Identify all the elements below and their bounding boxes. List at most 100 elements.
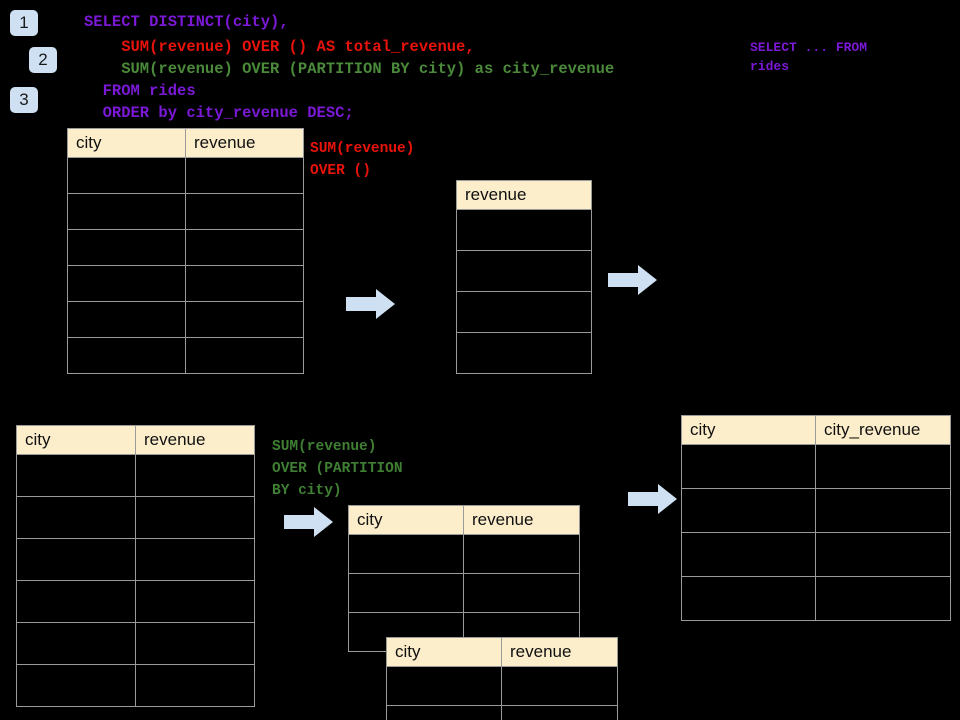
table-source-bottom: city revenue	[16, 425, 255, 707]
table-row	[456, 332, 592, 374]
table-total-revenue: revenue	[456, 180, 592, 374]
column-header-city-revenue: city_revenue	[815, 415, 951, 445]
cell-revenue	[501, 666, 618, 706]
table-header-row: revenue	[456, 180, 592, 210]
arrow-source-to-partition-icon	[284, 507, 333, 537]
table-row	[681, 444, 951, 489]
table-row	[67, 157, 304, 194]
table-header-row: city city_revenue	[681, 415, 951, 445]
column-header-revenue: revenue	[135, 425, 255, 455]
table-row	[348, 573, 580, 613]
table-row	[67, 265, 304, 302]
table-result: city city_revenue	[681, 415, 951, 621]
column-header-revenue: revenue	[463, 505, 580, 535]
table-row	[681, 576, 951, 621]
column-header-revenue: revenue	[501, 637, 618, 667]
table-header-row: city revenue	[386, 637, 618, 667]
cell-city	[67, 265, 186, 302]
column-header-city: city	[386, 637, 502, 667]
cell-city	[681, 576, 816, 621]
table-row	[456, 209, 592, 251]
cell-revenue	[456, 209, 592, 251]
table-row	[67, 301, 304, 338]
column-header-city: city	[348, 505, 464, 535]
table-row	[67, 337, 304, 374]
cell-city	[67, 229, 186, 266]
cell-city-revenue	[815, 444, 951, 489]
cell-revenue	[185, 301, 304, 338]
column-header-revenue: revenue	[185, 128, 304, 158]
annotation-sum-over-empty: SUM(revenue) OVER ()	[310, 141, 415, 179]
table-header-row: city revenue	[16, 425, 255, 455]
cell-city	[386, 666, 502, 706]
table-source-top: city revenue	[67, 128, 304, 374]
table-row	[16, 622, 255, 665]
column-header-revenue: revenue	[456, 180, 592, 210]
table-row	[386, 666, 618, 706]
table-row	[16, 496, 255, 539]
cell-revenue	[456, 291, 592, 333]
sql-line-order-by: ORDER by city_revenue DESC;	[84, 104, 354, 122]
cell-city	[67, 193, 186, 230]
arrow-source-to-total-icon	[346, 289, 395, 319]
step-badge-1: 1	[10, 10, 38, 36]
step-badge-3: 3	[10, 87, 38, 113]
cell-city	[348, 534, 464, 574]
cell-city	[67, 337, 186, 374]
cell-revenue	[185, 337, 304, 374]
cell-city-revenue	[815, 488, 951, 533]
cell-revenue	[456, 332, 592, 374]
table-row	[67, 193, 304, 230]
step-badge-2: 2	[29, 47, 57, 73]
cell-city-revenue	[815, 532, 951, 577]
table-row	[456, 250, 592, 292]
cell-revenue	[185, 265, 304, 302]
cell-revenue	[185, 229, 304, 266]
arrow-total-to-result-icon	[608, 265, 657, 295]
column-header-city: city	[16, 425, 136, 455]
table-row	[681, 488, 951, 533]
cell-city	[348, 573, 464, 613]
table-row	[16, 580, 255, 623]
cell-city	[16, 538, 136, 581]
sql-line-city-revenue: SUM(revenue) OVER (PARTITION BY city) as…	[84, 60, 615, 78]
cell-city	[16, 454, 136, 497]
table-partition-a: city revenue	[348, 505, 580, 652]
table-row	[348, 534, 580, 574]
column-header-city: city	[67, 128, 186, 158]
sql-line-from: FROM rides	[84, 82, 196, 100]
table-row	[67, 229, 304, 266]
annotation-sum-over-partition: SUM(revenue) OVER (PARTITION BY city)	[272, 439, 403, 499]
table-row	[16, 454, 255, 497]
table-row	[16, 664, 255, 707]
cell-city	[681, 532, 816, 577]
cell-revenue	[463, 573, 580, 613]
table-partition-b: city revenue	[386, 637, 618, 720]
cell-city	[386, 705, 502, 720]
cell-revenue	[135, 538, 255, 581]
cell-revenue	[135, 664, 255, 707]
sql-line-total-revenue: SUM(revenue) OVER () AS total_revenue,	[84, 38, 475, 56]
cell-revenue	[185, 157, 304, 194]
column-header-city: city	[681, 415, 816, 445]
table-row	[456, 291, 592, 333]
cell-revenue	[463, 534, 580, 574]
arrow-partition-to-result-icon	[628, 484, 677, 514]
cell-city	[681, 488, 816, 533]
cell-revenue	[135, 454, 255, 497]
cell-city	[67, 301, 186, 338]
cell-city	[16, 496, 136, 539]
cell-revenue	[501, 705, 618, 720]
cell-city	[67, 157, 186, 194]
cell-city	[16, 622, 136, 665]
table-row	[386, 705, 618, 720]
table-header-row: city revenue	[348, 505, 580, 535]
cell-city	[16, 580, 136, 623]
cell-revenue	[135, 496, 255, 539]
cell-city	[16, 664, 136, 707]
table-row	[681, 532, 951, 577]
table-row	[16, 538, 255, 581]
cell-revenue	[135, 622, 255, 665]
sql-line-select-distinct: SELECT DISTINCT(city),	[84, 13, 289, 31]
